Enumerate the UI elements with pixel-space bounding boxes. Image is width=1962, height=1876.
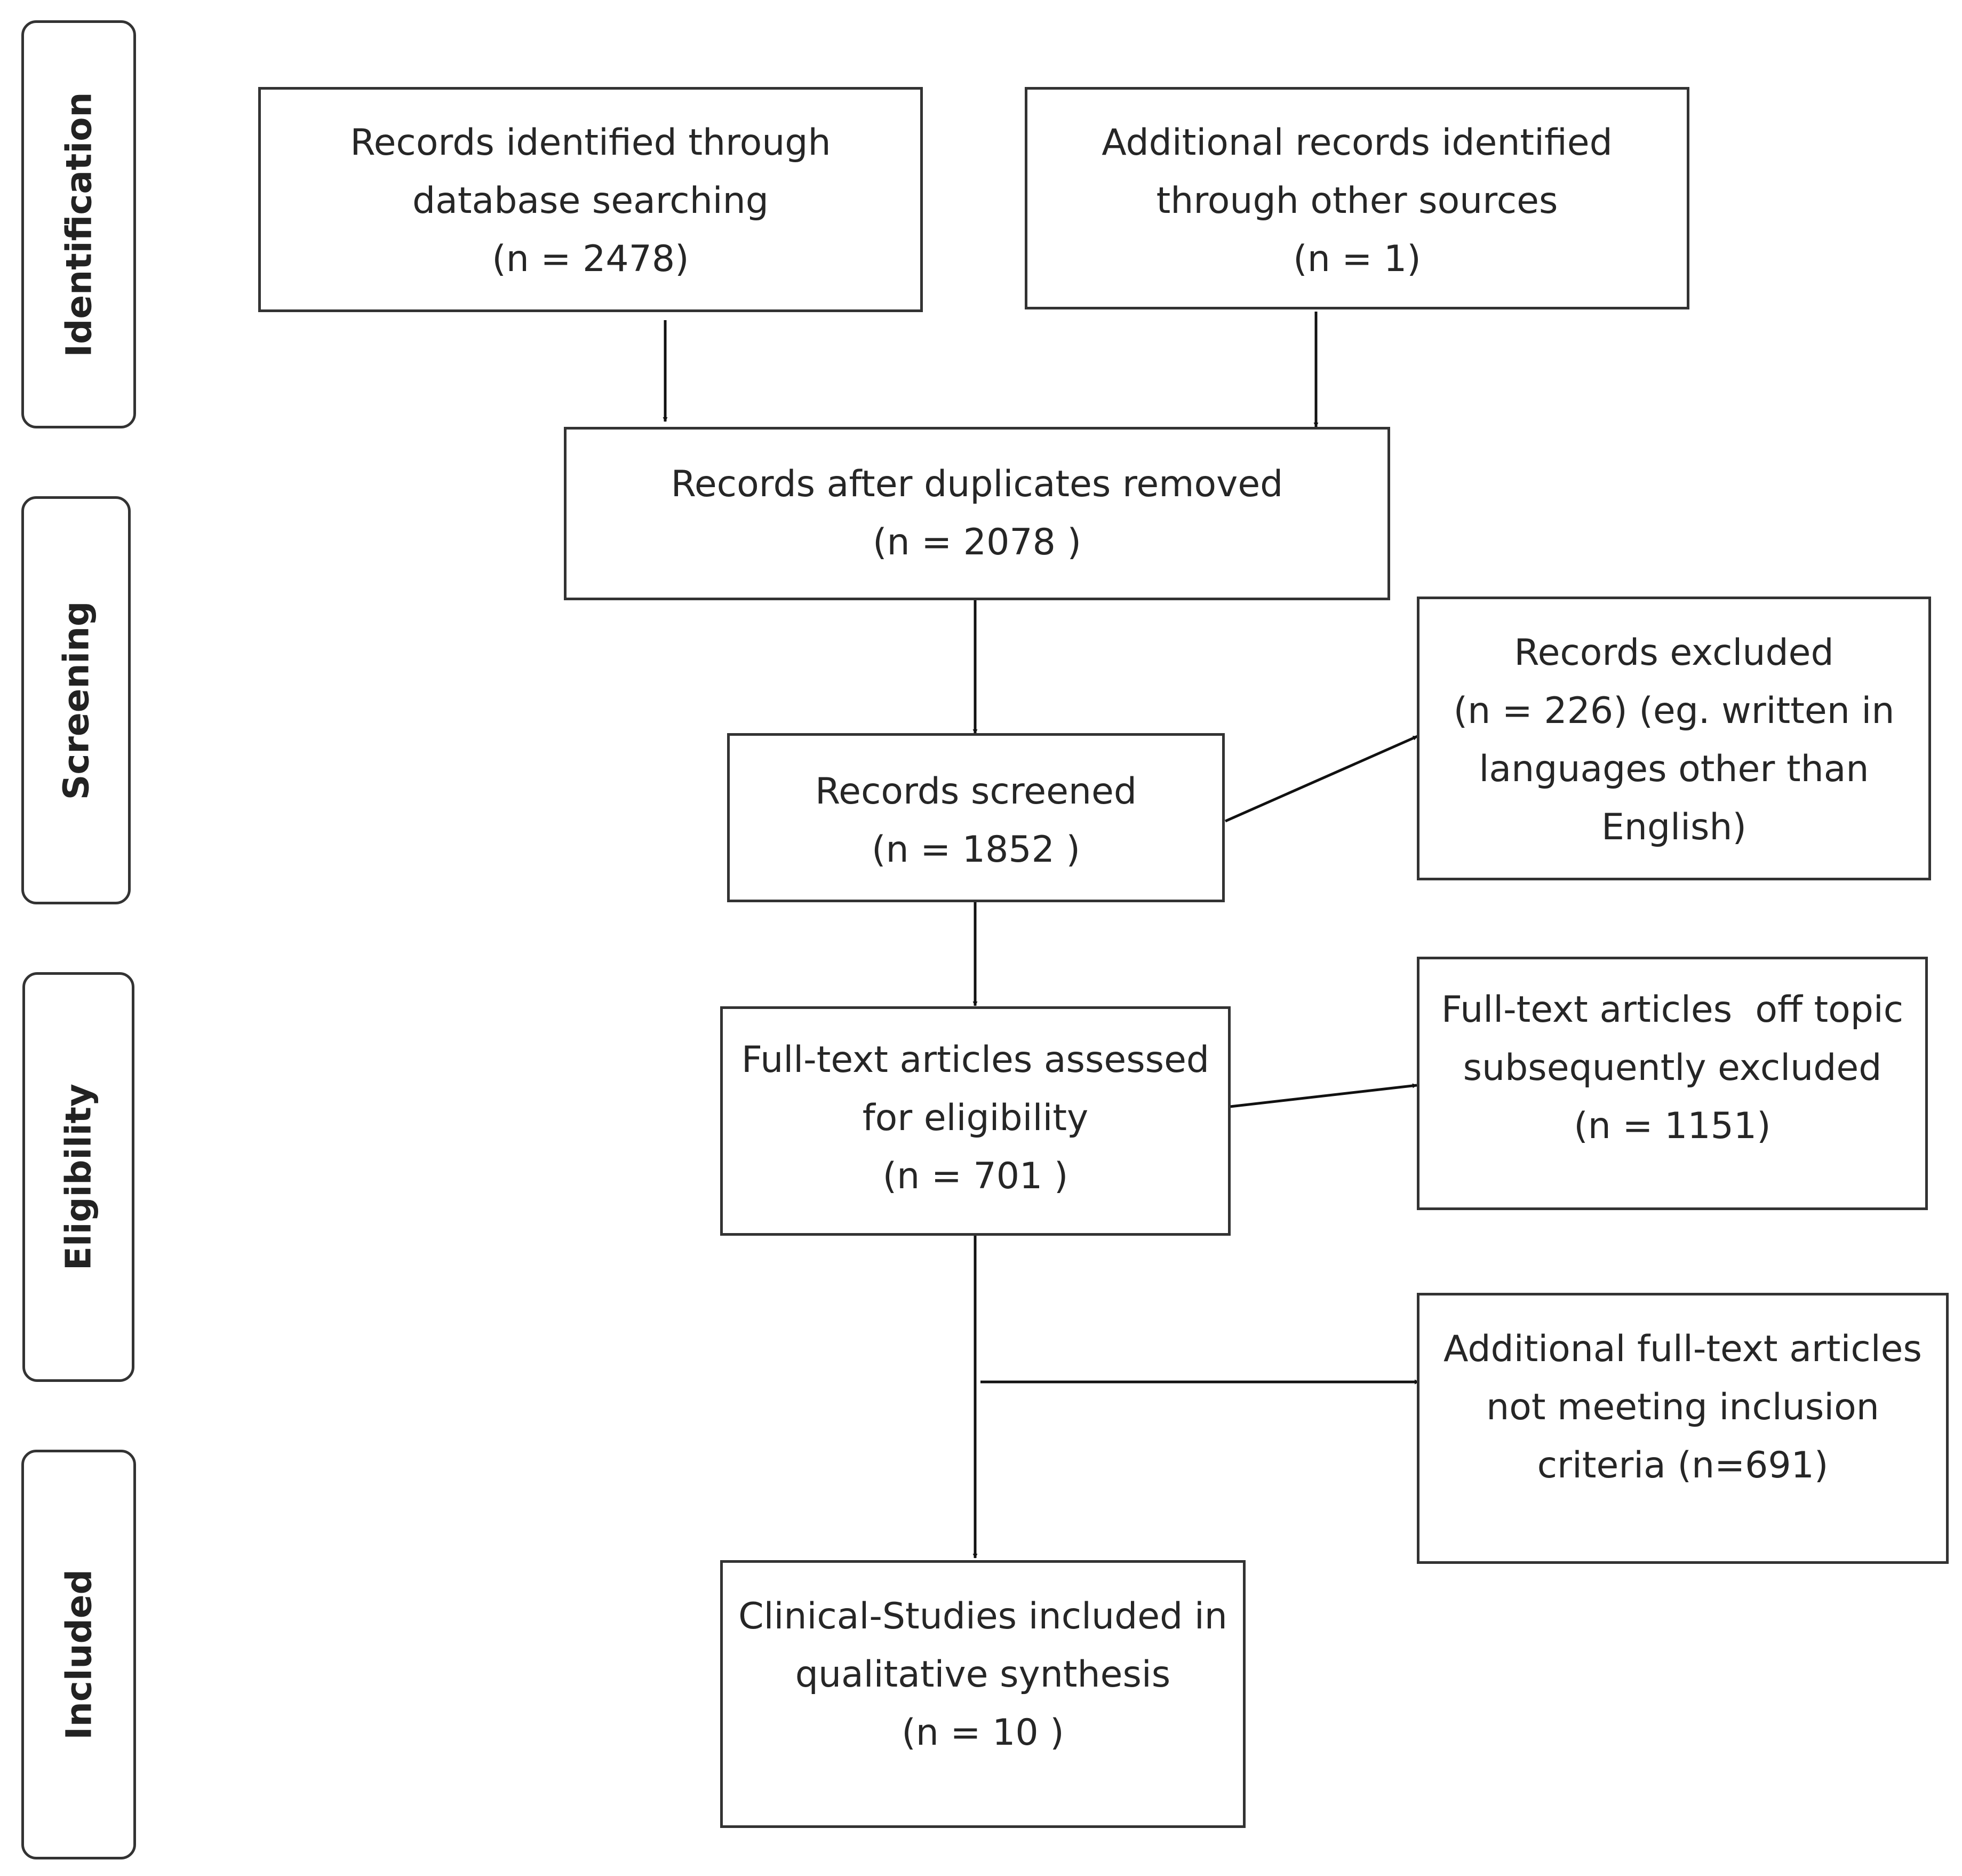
box-full-text-assessed: Full-text articles assessed for eligibil… [720,1006,1231,1236]
box-line: (n = 226) (eg. written in [1453,690,1895,732]
box-line: not meeting inclusion [1486,1386,1879,1428]
phase-screening: Screening [21,496,131,904]
phase-label-identification: Identification [58,92,99,357]
box-off-topic-excluded: Full-text articles off topic subsequentl… [1417,957,1928,1210]
phase-included: Included [21,1450,136,1859]
phase-eligibility: Eligibility [22,972,134,1382]
box-line: Additional full-text articles [1443,1328,1922,1370]
box-line: Records excluded [1514,632,1834,674]
box-line: Clinical-Studies included in [738,1595,1227,1637]
phase-label-eligibility: Eligibility [58,1084,99,1270]
box-line: criteria (n=691) [1537,1444,1829,1487]
phase-label-included: Included [58,1569,99,1740]
box-line: through other sources [1156,180,1558,222]
box-line: Records screened [815,770,1137,813]
box-line: (n = 10 ) [902,1712,1064,1754]
box-line: (n = 2078 ) [872,521,1082,563]
phase-identification: Identification [21,20,136,428]
box-line: subsequently excluded [1463,1047,1882,1089]
box-included-studies: Clinical-Studies included in qualitative… [720,1560,1246,1828]
box-other-sources: Additional records identified through ot… [1025,87,1689,309]
box-excluded: Records excluded (n = 226) (eg. written … [1417,597,1931,880]
box-line: Additional records identified [1102,122,1613,164]
box-line: (n = 1151) [1574,1105,1771,1147]
box-line: qualitative synthesis [795,1654,1171,1696]
box-screened: Records screened (n = 1852 ) [727,733,1225,902]
arrow-screened-to-excluded [1224,735,1418,823]
box-not-meeting-criteria: Additional full-text articles not meetin… [1417,1293,1949,1564]
arrow-fulltext-to-offtopic [1230,1083,1417,1108]
box-line: languages other than [1479,748,1869,790]
box-line: (n = 701 ) [882,1155,1068,1197]
box-line: (n = 1852 ) [871,829,1081,871]
box-line: (n = 2478) [492,238,689,280]
box-line: (n = 1) [1293,238,1421,280]
box-line: Records identified through [350,122,831,164]
box-line: for eligibility [862,1097,1089,1139]
box-database-records: Records identified through database sear… [258,87,923,312]
box-line: English) [1601,806,1747,848]
phase-label-screening: Screening [55,601,97,800]
box-line: Full-text articles off topic [1441,989,1904,1031]
box-line: Records after duplicates removed [671,463,1283,505]
box-line: Full-text articles assessed [741,1039,1210,1081]
box-after-duplicates: Records after duplicates removed (n = 20… [564,427,1390,600]
box-line: database searching [412,180,769,222]
